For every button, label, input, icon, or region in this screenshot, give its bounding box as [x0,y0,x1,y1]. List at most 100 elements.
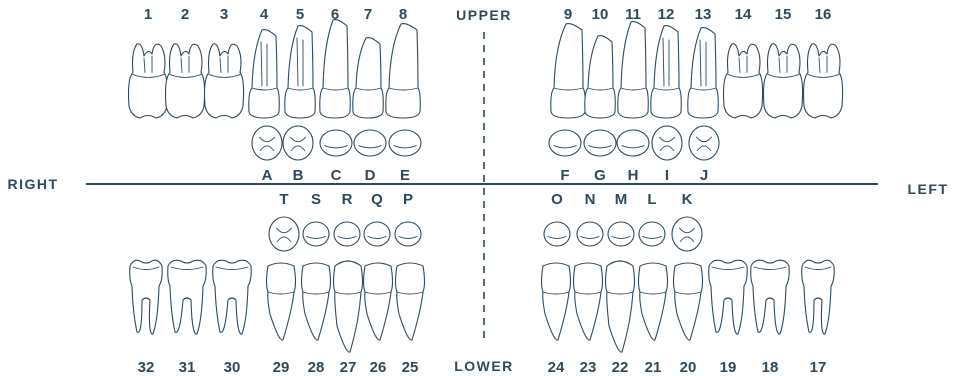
upper-tooth-3 [205,44,244,118]
label-primary-P: P [403,191,413,208]
lower-tooth-30 [213,260,251,334]
primary-tooth-N [577,222,603,246]
label-lower-32: 32 [138,359,155,376]
label-lower-22: 22 [612,359,629,376]
label-lower-17: 17 [810,359,827,376]
label-upper-9: 9 [564,6,572,23]
lower-tooth-32 [130,260,162,334]
label-primary-A: A [262,167,273,184]
primary-tooth-D [354,130,386,156]
label-upper-11: 11 [625,6,641,23]
upper-tooth-13 [688,28,718,118]
primary-tooth-O [544,222,570,246]
label-lower-26: 26 [370,359,387,376]
label-primary-B: B [293,167,304,184]
upper-tooth-4 [249,30,279,118]
primary-tooth-G [584,130,616,156]
primary-tooth-E [389,130,421,156]
label-lower-19: 19 [720,359,737,376]
label-primary-K: K [682,191,693,208]
lower-tooth-17 [802,260,834,334]
label-upper-12: 12 [658,6,675,23]
upper-tooth-12 [651,26,681,118]
primary-tooth-P [395,222,421,246]
primary-tooth-S [303,222,329,246]
primary-tooth-H [617,130,649,156]
lower-tooth-18 [751,260,789,334]
label-lower-25: 25 [402,359,419,376]
label-primary-E: E [400,167,410,184]
label-primary-T: T [279,191,288,208]
primary-tooth-J [689,126,719,160]
label-primary-N: N [585,191,596,208]
label-upper-2: 2 [181,6,189,23]
primary-tooth-L [639,222,665,246]
upper-tooth-10 [585,36,615,118]
lower-tooth-25 [396,263,425,340]
primary-tooth-R [334,222,360,246]
upper-tooth-7 [353,38,383,118]
label-upper-7: 7 [364,6,372,23]
upper-tooth-11 [618,22,648,118]
label-primary-R: R [342,191,353,208]
upper-label: UPPER [456,7,512,23]
primary-tooth-K [672,217,702,251]
label-lower-27: 27 [340,359,357,376]
label-upper-8: 8 [399,6,407,23]
label-primary-L: L [647,191,656,208]
upper-tooth-14 [724,44,763,118]
upper-tooth-9 [551,24,585,118]
teeth-group [129,20,843,353]
upper-tooth-6 [320,20,350,118]
label-upper-14: 14 [735,6,752,23]
lower-tooth-24 [542,263,571,340]
label-lower-28: 28 [308,359,325,376]
primary-tooth-A [252,126,282,160]
left-label: LEFT [908,181,949,197]
primary-tooth-F [549,130,581,156]
label-lower-21: 21 [645,359,662,376]
label-primary-O: O [551,191,563,208]
label-primary-M: M [615,191,628,208]
label-primary-H: H [628,167,639,184]
lower-label: LOWER [454,358,514,374]
label-upper-3: 3 [220,6,228,23]
primary-tooth-M [608,222,634,246]
label-upper-13: 13 [695,6,712,23]
upper-tooth-8 [386,24,420,118]
upper-tooth-1 [129,44,168,118]
label-upper-5: 5 [296,6,304,23]
label-primary-G: G [594,167,606,184]
label-upper-16: 16 [815,6,832,23]
label-upper-6: 6 [331,6,339,23]
primary-tooth-C [320,130,352,156]
label-lower-18: 18 [762,359,779,376]
label-primary-S: S [311,191,321,208]
label-lower-30: 30 [224,359,241,376]
label-lower-31: 31 [179,359,196,376]
label-primary-F: F [560,167,569,184]
label-upper-10: 10 [592,6,609,23]
lower-tooth-29 [267,263,296,340]
lower-tooth-22 [606,261,635,352]
lower-tooth-19 [709,260,747,334]
label-primary-I: I [665,167,669,184]
label-primary-C: C [331,167,342,184]
label-lower-24: 24 [548,359,565,376]
label-primary-J: J [700,167,708,184]
label-lower-23: 23 [580,359,597,376]
primary-tooth-Q [364,222,390,246]
upper-tooth-5 [285,26,315,118]
lower-tooth-27 [334,261,363,352]
lower-tooth-23 [574,263,603,340]
lower-tooth-31 [168,260,206,334]
label-upper-4: 4 [260,6,269,23]
label-lower-20: 20 [680,359,697,376]
label-primary-Q: Q [371,191,383,208]
upper-tooth-15 [764,44,803,118]
label-upper-1: 1 [144,6,152,23]
lower-tooth-20 [674,263,703,340]
label-primary-D: D [365,167,376,184]
lower-tooth-28 [302,263,331,340]
